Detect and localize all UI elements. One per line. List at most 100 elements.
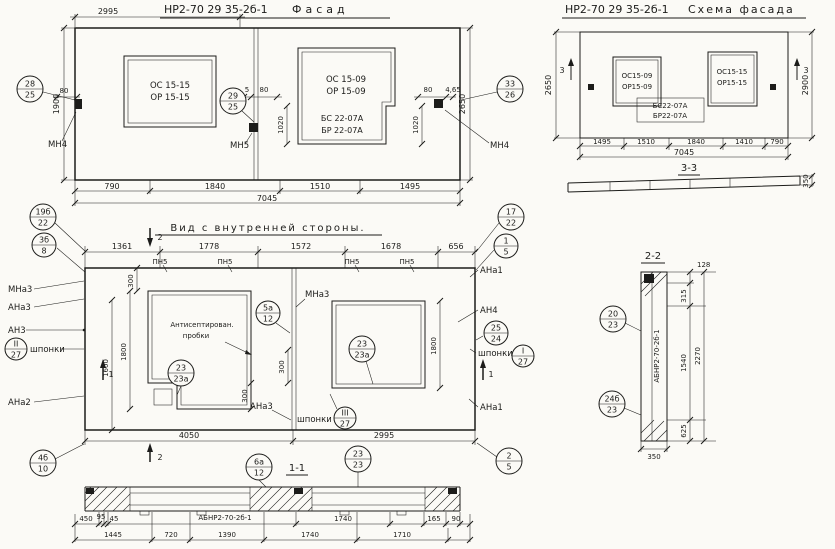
- scheme-embed-left: [588, 84, 594, 90]
- callout-20-23: 20 23: [599, 305, 627, 333]
- inner-dim-b0: 4050: [179, 431, 199, 440]
- inner-d300-a: 300: [127, 274, 135, 287]
- callout-top: 3б: [39, 236, 49, 245]
- callout-bottom: 27: [340, 420, 350, 429]
- marker-mn4-right: МН4: [490, 141, 509, 151]
- callout-bottom: 23: [608, 321, 618, 330]
- marker-pn5-4: ПН5: [400, 258, 415, 266]
- inner-title: Вид с внутренней стороны.: [170, 223, 365, 234]
- inner-d1800-left: 1800: [120, 343, 128, 361]
- inner-panel-joint: [291, 268, 297, 430]
- callout-33-26: 33 26: [496, 75, 524, 103]
- s11-dim-450: 450: [79, 515, 92, 523]
- callout-6a-12: 6а 12: [245, 453, 273, 481]
- callout-top: 19б: [35, 208, 50, 217]
- facade-dim-bottom-ticks: [71, 187, 464, 207]
- callout-28-25: 28 25: [16, 75, 44, 103]
- callout-23-23a-left: 23 23а: [167, 359, 195, 387]
- facade-window-2-inner: [301, 51, 392, 141]
- note-arrowhead: [245, 350, 252, 355]
- inner-window-2-inner: [335, 304, 422, 385]
- facade-dim-left-lines: [61, 27, 75, 181]
- facade-balcony-mark: БС 22-07А: [321, 114, 364, 123]
- section-2-2-d350: 350: [647, 453, 660, 461]
- scheme-dim-b2: 1840: [687, 138, 705, 146]
- facade-window-1-outer: [123, 55, 217, 128]
- section-2-2-hatching: [640, 271, 668, 442]
- note-line2: пробки: [183, 332, 209, 340]
- callout-top: 23: [353, 450, 363, 459]
- callout-bottom: 22: [38, 219, 48, 228]
- callout-top: I: [522, 347, 524, 356]
- facade-window-2-mark: ОС 15-09: [326, 75, 366, 85]
- callout-bottom: 26: [505, 91, 515, 100]
- scheme-dim-bottom-ticks: [576, 142, 792, 161]
- marker-an4: АН4: [480, 306, 498, 316]
- section-1-1-embed-left: [86, 488, 94, 494]
- callout-17-22: 17 22: [497, 203, 525, 231]
- inner-dim-t0: 1361: [112, 242, 132, 251]
- section-2-2-d2270: 2270: [694, 347, 702, 365]
- callout-25-24: 25 24: [483, 320, 509, 346]
- facade-title-code: НР2-70 29 35-2б-1: [164, 3, 268, 16]
- s11-dim-45: 45: [110, 515, 119, 523]
- section-3-3-dim-ticks: [808, 172, 816, 189]
- scheme-mark-3-left: 3: [559, 66, 564, 75]
- inner-d1800-right: 1800: [430, 337, 438, 355]
- scheme-window-2-inner: [710, 54, 755, 104]
- facade-dim-right: 2650: [458, 94, 467, 114]
- section-1-1-title: 1-1: [289, 463, 305, 474]
- scheme-balcony-block: [636, 97, 705, 123]
- inner-right-leaders: [457, 269, 484, 408]
- callout-29-25: 29 25: [219, 87, 247, 115]
- inner-dim-bottom-ticks: [81, 437, 479, 445]
- callout-top: III: [341, 409, 348, 418]
- callout-bottom: 5: [506, 463, 511, 472]
- section-2-2-embed: [644, 274, 654, 283]
- s11-dim-1740b: 1740: [301, 531, 319, 539]
- callout-top: 1: [503, 237, 508, 246]
- cut-mark-2-bot: 2: [157, 453, 162, 462]
- scheme-title-code: НР2-70 29 35-2б-1: [565, 3, 669, 16]
- section-2-2-d350-lines: [640, 441, 668, 452]
- facade-d1020-left: 1020: [277, 116, 285, 134]
- cut-arrow-1-right: [480, 359, 486, 368]
- callout-2-5: 2 5: [495, 447, 523, 475]
- label-shponki-left: шпонки: [30, 345, 65, 355]
- callout-bottom: 8: [41, 247, 46, 256]
- facade-window-1-mark2: ОР 15-15: [150, 93, 189, 103]
- s11-dim-720: 720: [164, 531, 177, 539]
- facade-d465: 4,65: [445, 86, 461, 94]
- section-2-2-body-label: АБНР2-70-2б-1: [653, 329, 661, 382]
- marker-an3: АН3: [8, 326, 26, 336]
- marker-ana1-bot: АНа1: [480, 403, 503, 413]
- marker-mn4-left: МН4: [48, 140, 67, 150]
- callout-top: 23: [357, 340, 367, 349]
- section-2-2-d1540: 1540: [680, 354, 688, 372]
- cut-arrow-1-left: [100, 359, 106, 368]
- callout-top: 29: [228, 92, 238, 101]
- marker-ana2: АНа2: [8, 398, 31, 408]
- inner-dim-bottom-lines: [84, 430, 476, 445]
- marker-ana1-top: АНа1: [480, 266, 503, 276]
- section-3-3-ticks: [609, 178, 731, 191]
- section-cut-lines: [102, 228, 484, 462]
- callout-3b-8: 3б 8: [31, 232, 57, 258]
- facade-window-1-inner: [127, 59, 213, 124]
- cut-mark-1-right: 1: [488, 370, 493, 379]
- scheme-window-1-mark2: ОР15-09: [622, 83, 652, 91]
- inner-window-1-outer: [147, 290, 252, 410]
- facade-dim-bottom-lines: [74, 180, 461, 206]
- scheme-dim-left-ticks: [552, 28, 560, 142]
- s11-dim-165: 165: [427, 515, 440, 523]
- facade-panel-outline: [74, 27, 461, 181]
- facade-dim-left-ticks: [60, 24, 68, 184]
- marker-mna3-mid: МНа3: [305, 290, 329, 300]
- scheme-embed-right: [770, 84, 776, 90]
- facade-sdim-left-ticks: [53, 93, 81, 101]
- s11-dim-1445: 1445: [104, 531, 122, 539]
- facade-dim-top: 2995: [98, 7, 118, 16]
- s11-dim-95: 95: [97, 513, 106, 521]
- inner-dim-top-ticks: [81, 248, 479, 256]
